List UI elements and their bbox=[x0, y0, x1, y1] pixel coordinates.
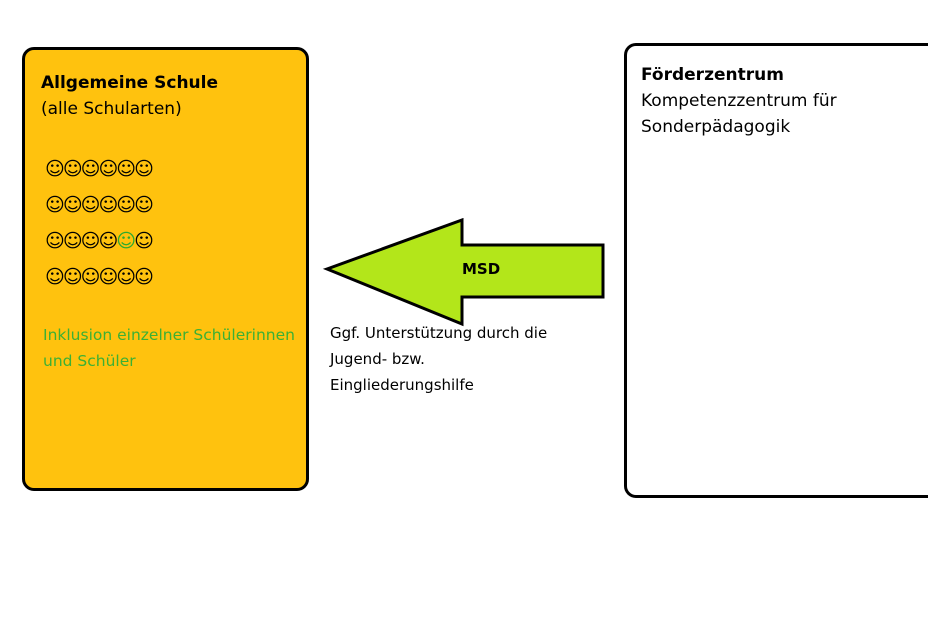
smiley-icon: ☺ bbox=[45, 266, 65, 288]
smiley-row: ☺☺☺☺☺☺ bbox=[45, 259, 154, 295]
inclusion-text: Inklusion einzelner Schülerinnen und Sch… bbox=[43, 326, 295, 370]
support-center-subtitle: Kompetenzzentrum für Sonderpädagogik bbox=[641, 91, 837, 137]
smiley-icon: ☺ bbox=[80, 158, 101, 180]
msd-label: MSD bbox=[462, 260, 501, 278]
smiley-icon: ☺ bbox=[134, 266, 154, 288]
support-center-title: Förderzentrum bbox=[641, 65, 784, 85]
general-school-box: Allgemeine Schule (alle Schularten) ☺☺☺☺… bbox=[22, 47, 309, 491]
smiley-icon: ☺ bbox=[134, 158, 154, 180]
smiley-icon: ☺ bbox=[116, 266, 136, 288]
smiley-icon: ☺ bbox=[80, 194, 101, 216]
smiley-icon: ☺ bbox=[62, 266, 83, 288]
msd-arrow bbox=[322, 218, 605, 327]
smiley-icon: ☺ bbox=[134, 194, 154, 216]
smiley-icon: ☺ bbox=[116, 194, 136, 216]
smiley-icon: ☺ bbox=[98, 194, 118, 216]
support-text: Ggf. Unterstützung durch die Jugend- bzw… bbox=[330, 324, 548, 394]
smiley-icon: ☺ bbox=[62, 230, 83, 252]
support-center-box: Förderzentrum Kompetenzzentrum für Sonde… bbox=[624, 43, 928, 498]
smiley-row: ☺☺☺☺☺☺ bbox=[45, 187, 154, 223]
smiley-icon: ☺ bbox=[98, 158, 118, 180]
student-smiley-grid: ☺☺☺☺☺☺☺☺☺☺☺☺☺☺☺☺☺☺☺☺☺☺☺☺ bbox=[45, 151, 154, 295]
general-school-title: Allgemeine Schule bbox=[41, 73, 219, 93]
msd-arrow-shape bbox=[322, 218, 605, 327]
smiley-row: ☺☺☺☺☺☺ bbox=[45, 223, 154, 259]
smiley-icon: ☺ bbox=[98, 230, 118, 252]
smiley-icon: ☺ bbox=[80, 230, 101, 252]
smiley-icon: ☺ bbox=[134, 230, 154, 252]
smiley-icon: ☺ bbox=[62, 158, 83, 180]
smiley-icon: ☺ bbox=[45, 194, 65, 216]
smiley-icon: ☺ bbox=[45, 158, 65, 180]
smiley-icon: ☺ bbox=[98, 266, 118, 288]
smiley-icon: ☺ bbox=[45, 230, 65, 252]
general-school-subtitle: (alle Schularten) bbox=[41, 99, 182, 119]
smiley-icon: ☺ bbox=[80, 266, 101, 288]
smiley-icon: ☺ bbox=[62, 194, 83, 216]
smiley-icon: ☺ bbox=[116, 158, 136, 180]
highlighted-smiley-icon: ☺ bbox=[116, 230, 136, 252]
smiley-row: ☺☺☺☺☺☺ bbox=[45, 151, 154, 187]
